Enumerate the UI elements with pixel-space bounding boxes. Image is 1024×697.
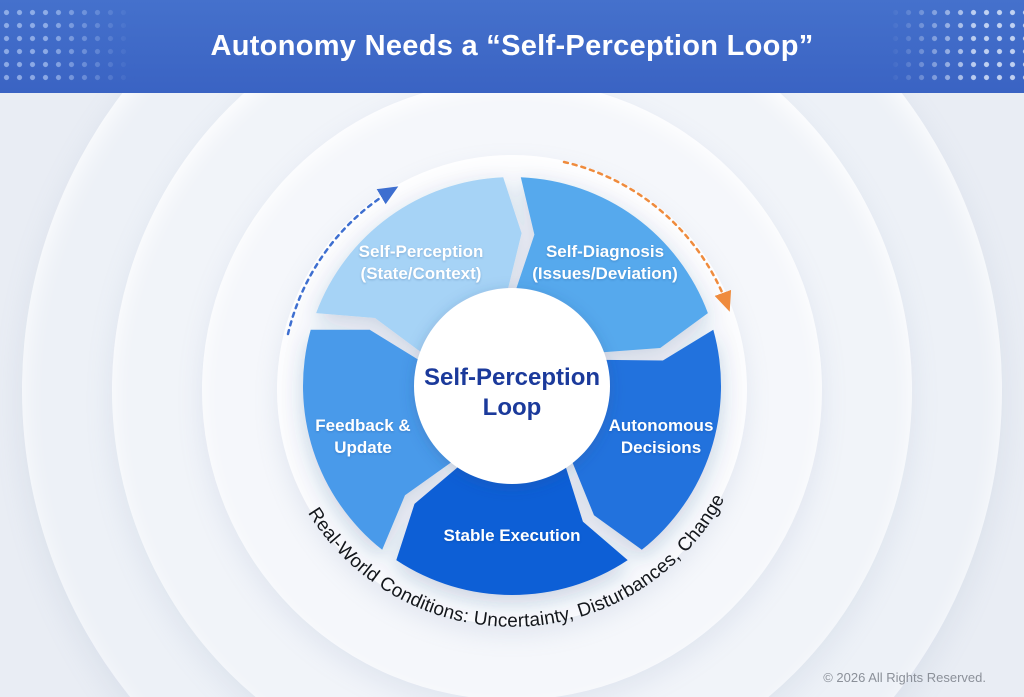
segment-label-line: (State/Context) — [360, 264, 482, 283]
slide-title: Autonomy Needs a “Self-Perception Loop” — [210, 30, 814, 62]
dashed-arrow-left — [286, 186, 399, 336]
header-banner: Autonomy Needs a “Self-Perception Loop” — [0, 0, 1024, 93]
segment-self-perception — [316, 177, 522, 353]
segment-stable-execution — [396, 466, 628, 596]
segment-label-line: Autonomous — [608, 415, 714, 435]
copyright: © 2026 All Rights Reserved. — [823, 670, 986, 685]
segment-label-line: (Issues/Deviation) — [532, 264, 678, 283]
center-label-line: Loop — [482, 394, 542, 421]
footer: © 2026 All Rights Reserved. — [823, 670, 986, 685]
segment-label-line: Stable Execution — [443, 525, 581, 545]
segment-label-stable-execution: Stable Execution — [444, 525, 581, 547]
center-label-line: Self-Perception — [423, 364, 601, 391]
segment-label-line: Self-Perception — [358, 241, 484, 261]
segment-label-self-diagnosis: Self-Diagnosis (Issues/Deviation) — [532, 241, 678, 285]
center-circle — [414, 288, 610, 484]
segment-label-autonomous-decisions: Autonomous Decisions — [609, 415, 714, 459]
segment-label-feedback-update: Feedback & Update — [315, 415, 410, 459]
dots-pattern-left — [0, 6, 135, 87]
segment-self-diagnosis — [516, 177, 708, 353]
dots-pattern-right — [889, 6, 1024, 87]
segment-label-line: Update — [334, 438, 392, 457]
segment-label-line: Feedback & — [315, 415, 411, 435]
center-label: Self-Perception Loop — [424, 363, 600, 423]
segment-label-line: Self-Diagnosis — [545, 241, 665, 261]
dashed-arrow-right — [562, 160, 732, 312]
segment-label-line: Decisions — [620, 438, 702, 457]
segment-label-self-perception: Self-Perception (State/Context) — [359, 241, 484, 285]
